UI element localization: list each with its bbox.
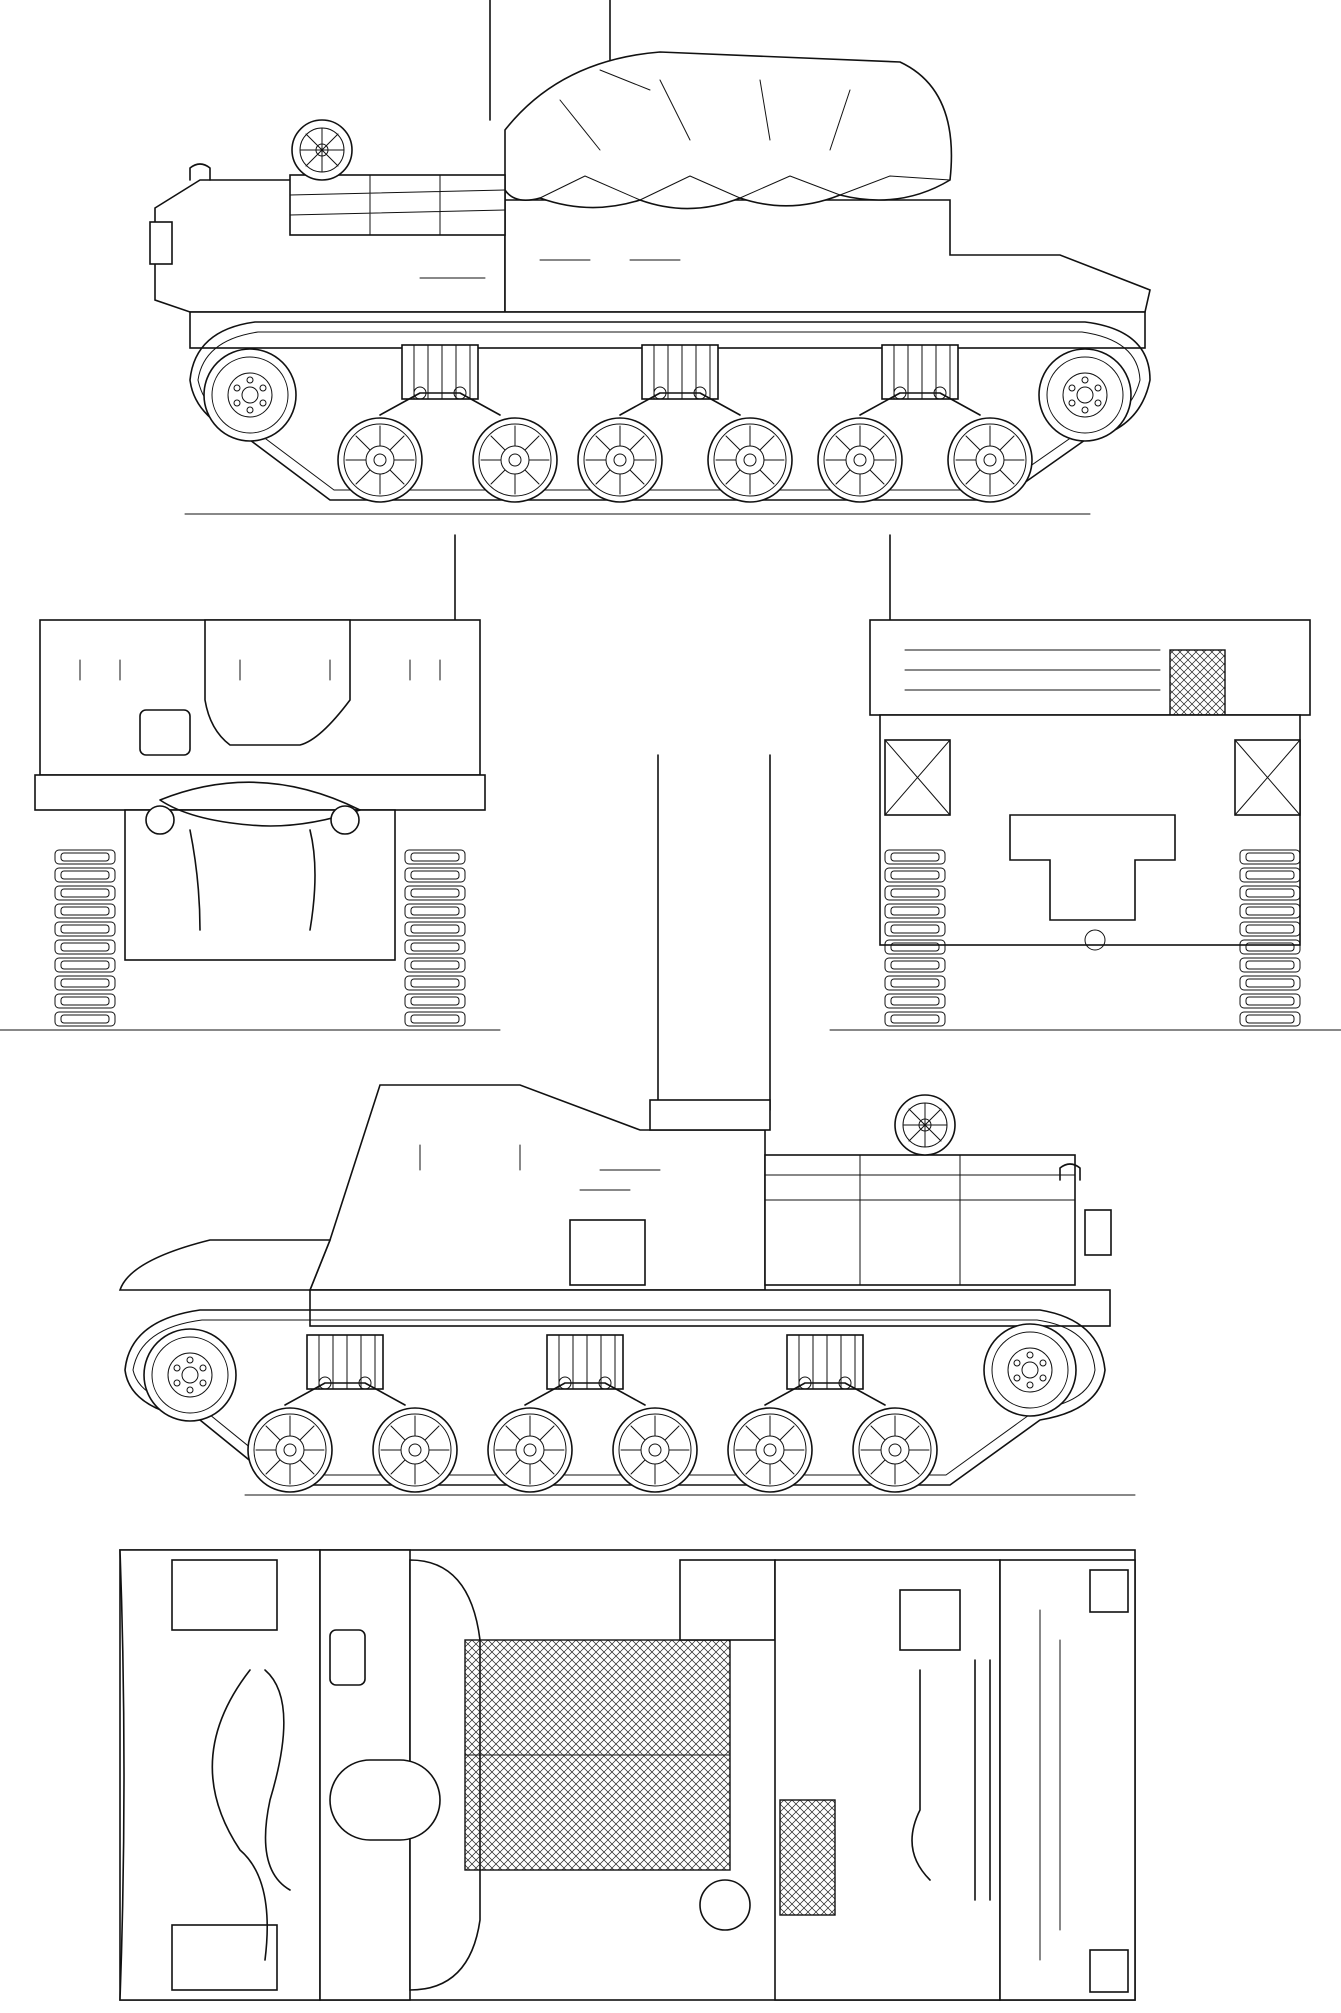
cable-reel bbox=[291, 119, 353, 181]
rear-deck bbox=[869, 619, 1311, 716]
hull-sponson bbox=[189, 311, 1146, 349]
rear-plate-top bbox=[999, 1559, 1136, 2001]
road-wheel bbox=[372, 1407, 458, 1493]
front-mantlet bbox=[204, 619, 351, 746]
shovel bbox=[911, 1669, 931, 1881]
road-wheel bbox=[247, 1407, 333, 1493]
right-side-view bbox=[118, 754, 1136, 1496]
periscope bbox=[329, 1629, 366, 1686]
glacis-nose bbox=[118, 1239, 332, 1291]
drive-sprocket bbox=[143, 1328, 237, 1422]
cargo-rack bbox=[289, 174, 506, 236]
front-fender bbox=[34, 774, 486, 811]
road-wheel bbox=[727, 1407, 813, 1493]
stowage-box bbox=[679, 1559, 776, 1641]
bogie-unit bbox=[859, 344, 981, 416]
cable-drum bbox=[899, 1589, 961, 1651]
bogie-unit bbox=[284, 1334, 406, 1406]
road-wheel bbox=[337, 417, 423, 503]
commander-hatch bbox=[329, 1759, 441, 1841]
headlight bbox=[145, 805, 175, 835]
tail-light bbox=[1089, 1949, 1129, 1993]
bogie-unit bbox=[379, 344, 501, 416]
hull-fighting-compartment bbox=[504, 199, 1151, 313]
track-column-left bbox=[54, 849, 116, 1027]
roof-fitting bbox=[649, 1099, 771, 1131]
gauge bbox=[699, 1879, 751, 1931]
hull-sponson bbox=[309, 1289, 1111, 1327]
stowage-box bbox=[171, 1559, 278, 1631]
tow-hook bbox=[1059, 1163, 1081, 1181]
drive-sprocket bbox=[1038, 348, 1132, 442]
tow-cable bbox=[159, 781, 361, 827]
road-wheel bbox=[707, 417, 793, 503]
engine-deck-top bbox=[774, 1559, 1001, 2001]
idler-wheel bbox=[203, 348, 297, 442]
tail-light bbox=[149, 221, 173, 265]
road-wheel bbox=[817, 417, 903, 503]
crowbar bbox=[974, 1659, 991, 1901]
idler-wheel bbox=[983, 1323, 1077, 1417]
rear-view bbox=[829, 534, 1341, 1031]
stowage-box bbox=[171, 1924, 278, 1991]
tow-hook bbox=[189, 163, 211, 181]
road-wheel bbox=[612, 1407, 698, 1493]
tarpaulin-cover bbox=[504, 51, 953, 210]
bogie-unit bbox=[524, 1334, 646, 1406]
bogie-unit bbox=[619, 344, 741, 416]
tow-cable bbox=[211, 1669, 268, 1961]
cable-drum bbox=[1169, 649, 1226, 721]
road-wheel bbox=[852, 1407, 938, 1493]
front-hatch bbox=[139, 709, 191, 756]
headlight bbox=[330, 805, 360, 835]
road-wheel bbox=[487, 1407, 573, 1493]
rear-access-door bbox=[1009, 814, 1176, 921]
engine-grille bbox=[779, 1799, 836, 1916]
road-wheel bbox=[577, 417, 663, 503]
side-hatch bbox=[569, 1219, 646, 1286]
road-wheel bbox=[472, 417, 558, 503]
front-plate-top bbox=[119, 1549, 321, 2001]
cable-reel bbox=[894, 1094, 956, 1156]
road-wheel bbox=[947, 417, 1033, 503]
track-column-right bbox=[404, 849, 466, 1027]
front-glacis bbox=[124, 809, 396, 961]
bogie-unit bbox=[764, 1334, 886, 1406]
front-view bbox=[0, 534, 501, 1031]
tarp-lashing bbox=[539, 175, 951, 201]
top-view bbox=[119, 1549, 1136, 2001]
tail-light bbox=[1084, 1209, 1112, 1256]
left-side-view bbox=[149, 0, 1151, 515]
tail-light bbox=[1089, 1569, 1129, 1613]
engine-deck bbox=[764, 1154, 1076, 1286]
